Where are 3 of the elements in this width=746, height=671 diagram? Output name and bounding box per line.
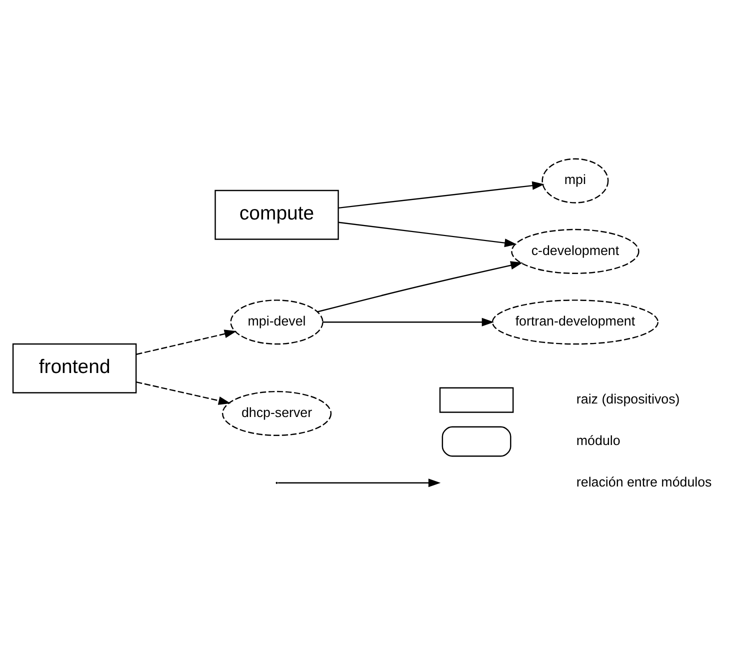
legend-label: raiz (dispositivos) [576,391,680,406]
legend-label: módulo [576,432,620,448]
legend-label: relación entre módulos [576,474,712,490]
